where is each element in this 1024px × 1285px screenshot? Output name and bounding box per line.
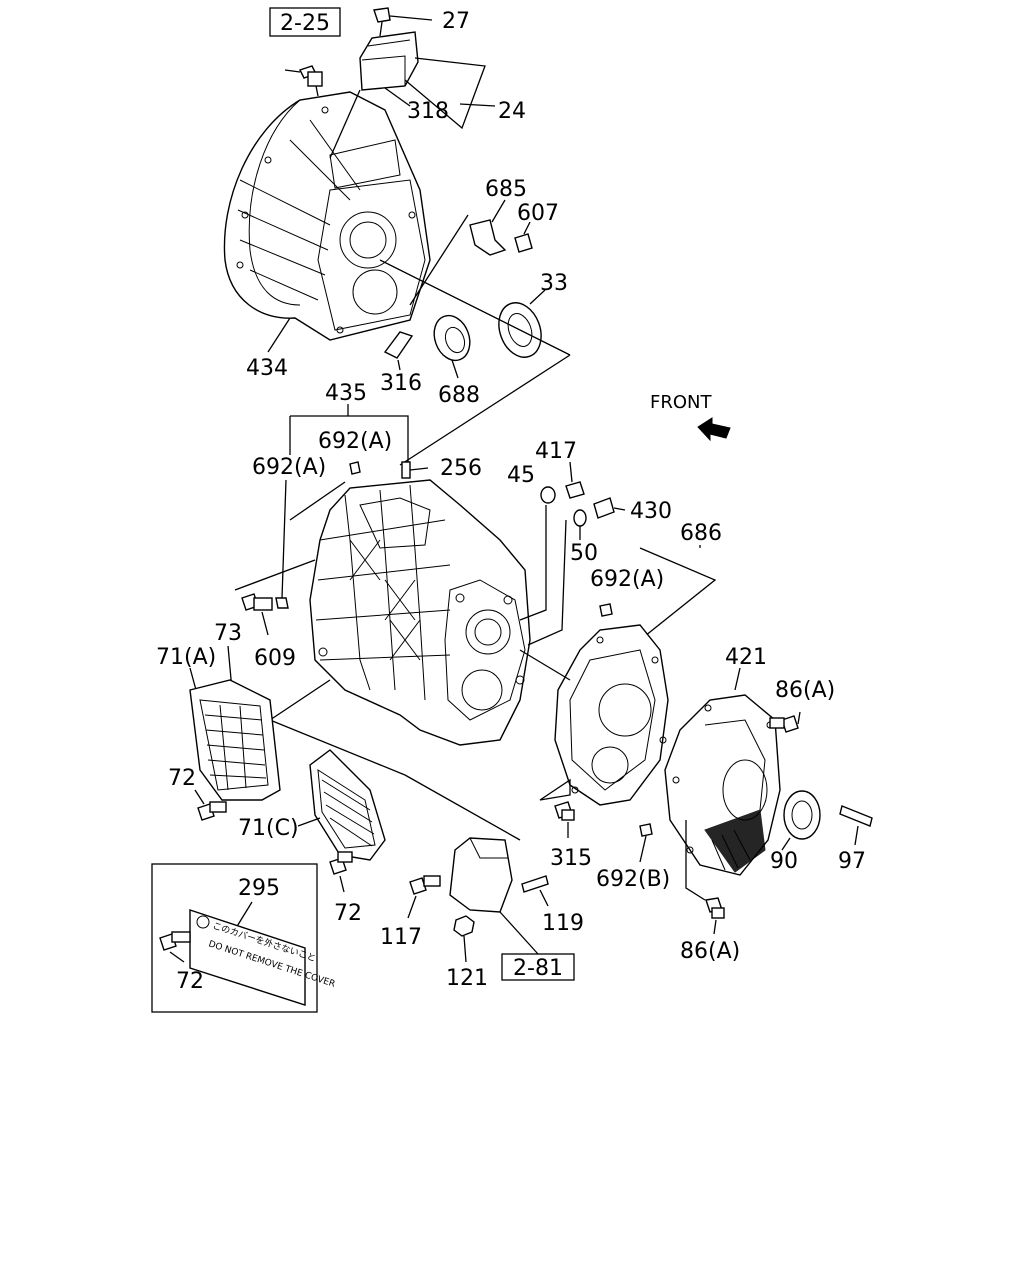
label-71c: 71(C) (238, 816, 299, 841)
front-arrow-icon (697, 417, 731, 442)
label-686: 686 (680, 521, 722, 546)
label-24: 24 (498, 99, 526, 124)
label-121: 121 (446, 966, 488, 991)
bolt-117 (409, 875, 441, 895)
caution-plate: このカバーを外さないこと DO NOT REMOVE THE COVER (189, 909, 336, 1006)
inset-box (151, 863, 318, 1013)
label-295: 295 (238, 876, 280, 901)
label-90: 90 (770, 849, 798, 874)
pto-cover (449, 837, 513, 913)
clutch-housing (223, 91, 431, 341)
label-45: 45 (507, 463, 535, 488)
plugs-and-orings (540, 481, 615, 527)
label-256: 256 (440, 456, 482, 481)
label-607: 607 (517, 201, 559, 226)
label-692a-top: 692(A) (318, 429, 392, 454)
bolt-97 (839, 805, 873, 827)
label-685: 685 (485, 177, 527, 202)
label-50: 50 (570, 541, 598, 566)
label-692a-left: 692(A) (252, 455, 326, 480)
key-316 (383, 331, 414, 359)
label-435: 435 (325, 381, 367, 406)
label-318: 318 (407, 99, 449, 124)
bolt-609 (241, 593, 273, 611)
label-315: 315 (550, 846, 592, 871)
label-688: 688 (438, 383, 480, 408)
label-73: 73 (214, 621, 242, 646)
dowel-pin-686 (599, 603, 613, 617)
label-71a: 71(A) (156, 645, 216, 670)
bearing-688 (433, 314, 471, 362)
bolt-72-inset (159, 931, 191, 951)
bolt-86a-lower (705, 897, 725, 919)
transmission-case (309, 479, 531, 746)
label-609: 609 (254, 646, 296, 671)
bolt-72-middle (329, 851, 353, 875)
stud-119 (521, 875, 549, 893)
front-label: FRONT (650, 392, 712, 413)
intermediate-plate (554, 624, 669, 806)
oil-seal-90 (783, 790, 821, 840)
bolt-86a-upper (769, 715, 799, 733)
label-434: 434 (246, 356, 288, 381)
label-316: 316 (380, 371, 422, 396)
bracket-685 (469, 219, 533, 256)
dowel-pins (275, 461, 411, 609)
label-27: 27 (442, 9, 470, 34)
top-cover (359, 7, 419, 91)
label-692a-right: 692(A) (590, 567, 664, 592)
side-cover-71c (309, 749, 386, 861)
label-72-middle: 72 (334, 901, 362, 926)
label-119: 119 (542, 911, 584, 936)
ref-top: 2-25 (280, 11, 330, 36)
ref-box-top (269, 7, 341, 37)
bolt-top-left (299, 65, 323, 87)
label-72-left: 72 (168, 766, 196, 791)
label-86a-lower: 86(A) (680, 939, 740, 964)
extension-housing (664, 694, 781, 876)
side-cover-71a (189, 679, 281, 801)
bolt-315 (554, 801, 575, 821)
ref-bottom: 2-81 (513, 956, 563, 981)
label-430: 430 (630, 499, 672, 524)
label-33: 33 (540, 271, 568, 296)
dowel-pin-692b (639, 823, 653, 837)
label-421: 421 (725, 645, 767, 670)
label-72-inset: 72 (176, 969, 204, 994)
label-86a-upper: 86(A) (775, 678, 835, 703)
label-117: 117 (380, 925, 422, 950)
label-692b: 692(B) (596, 867, 670, 892)
bolt-72-left (197, 801, 227, 821)
label-417: 417 (535, 439, 577, 464)
label-97: 97 (838, 849, 866, 874)
nut-121 (453, 915, 475, 937)
